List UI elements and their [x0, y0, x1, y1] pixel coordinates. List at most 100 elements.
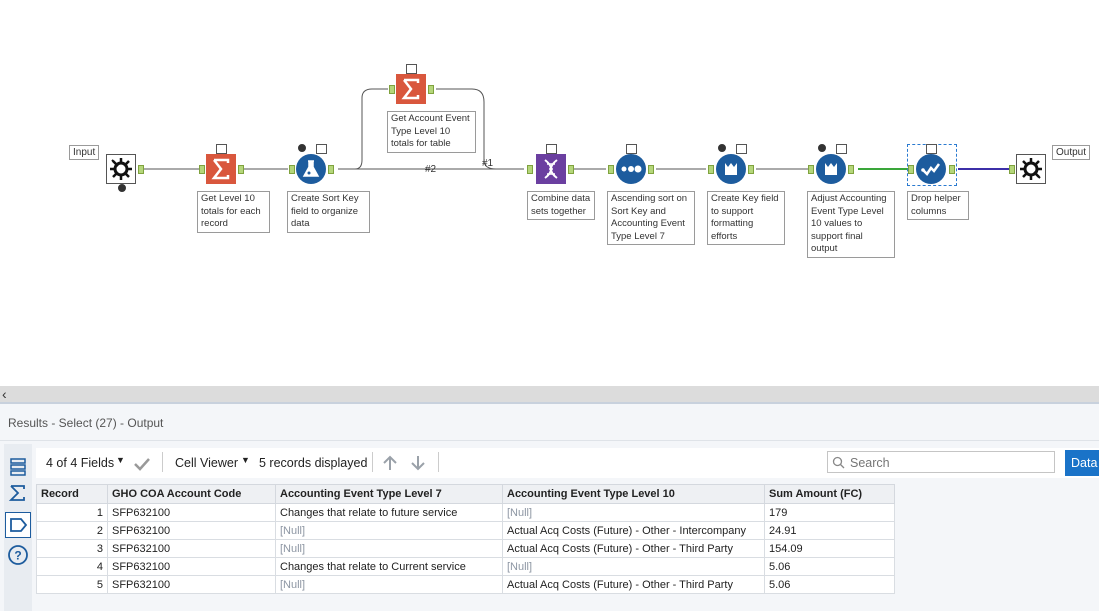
formula-tool-icon[interactable] — [816, 154, 846, 184]
table-cell[interactable]: [Null] — [502, 557, 765, 576]
table-cell[interactable]: Actual Acq Costs (Future) - Other - Inte… — [502, 521, 765, 540]
record-cell[interactable]: 1 — [36, 503, 108, 522]
table-cell[interactable]: SFP632100 — [107, 521, 276, 540]
checkmark-icon[interactable] — [133, 456, 151, 472]
results-title: Results - Select (27) - Output — [8, 416, 164, 430]
cell-viewer-dropdown[interactable]: Cell Viewer — [175, 456, 238, 470]
pane-divider[interactable] — [0, 402, 1099, 404]
help-icon[interactable]: ? — [7, 544, 29, 566]
input-anchor[interactable] — [289, 165, 295, 174]
formula-tool-icon[interactable] — [296, 154, 326, 184]
output-anchor[interactable] — [428, 85, 434, 94]
output-anchor[interactable] — [848, 165, 854, 174]
record-cell[interactable]: 2 — [36, 521, 108, 540]
search-input[interactable] — [848, 454, 1052, 472]
record-cell[interactable]: 5 — [36, 575, 108, 594]
summarize-tool-icon[interactable] — [396, 74, 426, 104]
divider — [372, 452, 373, 472]
table-row[interactable]: 3 SFP632100 [Null] Actual Acq Costs (Fut… — [36, 539, 895, 558]
results-pane: Results - Select (27) - Output ? 4 of 4 … — [0, 404, 1099, 611]
table-cell[interactable]: [Null] — [275, 521, 503, 540]
annotation-formula-1: Create Sort Key field to organize data — [287, 191, 370, 233]
table-cell[interactable]: [Null] — [275, 575, 503, 594]
search-box[interactable] — [827, 451, 1055, 473]
arrow-up-icon[interactable] — [381, 454, 399, 472]
column-header[interactable]: Sum Amount (FC) — [764, 484, 895, 504]
results-table: Record GHO COA Account Code Accounting E… — [36, 484, 895, 594]
chevron-down-icon[interactable]: ▼ — [116, 455, 125, 465]
horizontal-scrollbar[interactable]: ‹ — [0, 386, 1099, 402]
input-anchor[interactable] — [527, 165, 533, 174]
table-cell[interactable]: Actual Acq Costs (Future) - Other - Thir… — [502, 575, 765, 594]
table-cell[interactable]: SFP632100 — [107, 539, 276, 558]
fields-dropdown[interactable]: 4 of 4 Fields — [46, 456, 115, 470]
output-anchor[interactable] — [238, 165, 244, 174]
search-icon — [832, 456, 845, 469]
output-anchor[interactable] — [949, 165, 955, 174]
wire-label: #2 — [425, 164, 437, 175]
table-cell[interactable]: [Null] — [275, 539, 503, 558]
annotation-sort: Ascending sort on Sort Key and Accountin… — [607, 191, 695, 245]
table-cell[interactable]: 5.06 — [764, 557, 895, 576]
table-row[interactable]: 5 SFP632100 [Null] Actual Acq Costs (Fut… — [36, 575, 895, 594]
table-row[interactable]: 4 SFP632100 Changes that relate to Curre… — [36, 557, 895, 576]
bolt-icon — [836, 144, 847, 154]
input-tool-icon[interactable] — [106, 154, 136, 184]
record-cell[interactable]: 4 — [36, 557, 108, 576]
column-header[interactable]: GHO COA Account Code — [107, 484, 276, 504]
table-cell[interactable]: [Null] — [502, 503, 765, 522]
sort-tool-icon[interactable] — [616, 154, 646, 184]
results-sidebar: ? — [4, 444, 32, 611]
output-anchor[interactable] — [648, 165, 654, 174]
scroll-left-icon[interactable]: ‹ — [2, 386, 7, 402]
summarize-tool-icon[interactable] — [206, 154, 236, 184]
table-cell[interactable]: SFP632100 — [107, 575, 276, 594]
input-anchor[interactable] — [708, 165, 714, 174]
formula-tool-icon[interactable] — [716, 154, 746, 184]
input-label: Input — [69, 145, 100, 160]
input-anchor[interactable] — [608, 165, 614, 174]
table-cell[interactable]: 179 — [764, 503, 895, 522]
table-view-icon[interactable] — [7, 456, 29, 478]
summarize-icon[interactable] — [7, 482, 29, 504]
column-header[interactable]: Accounting Event Type Level 10 — [502, 484, 765, 504]
connection-wires — [142, 88, 1012, 170]
annotation-join: Combine data sets together — [527, 191, 595, 220]
arrow-down-icon[interactable] — [409, 454, 427, 472]
table-cell[interactable]: SFP632100 — [107, 557, 276, 576]
table-row[interactable]: 2 SFP632100 [Null] Actual Acq Costs (Fut… — [36, 521, 895, 540]
annotation-formula-2: Create Key field to support formatting e… — [707, 191, 785, 245]
join-tool-icon[interactable] — [536, 154, 566, 184]
bolt-icon — [926, 144, 937, 154]
svg-text:?: ? — [14, 549, 21, 563]
table-cell[interactable]: Actual Acq Costs (Future) - Other - Thir… — [502, 539, 765, 558]
table-cell[interactable]: 24.91 — [764, 521, 895, 540]
workflow-canvas[interactable]: Input Output Get Level 10 totals for eac… — [0, 0, 1099, 386]
table-cell[interactable]: SFP632100 — [107, 503, 276, 522]
table-cell[interactable]: 5.06 — [764, 575, 895, 594]
output-anchor[interactable] — [568, 165, 574, 174]
tag-icon[interactable] — [7, 514, 29, 536]
input-anchor[interactable] — [199, 165, 205, 174]
output-anchor[interactable] — [328, 165, 334, 174]
bolt-icon — [626, 144, 637, 154]
table-cell[interactable]: 154.09 — [764, 539, 895, 558]
table-cell[interactable]: Changes that relate to Current service — [275, 557, 503, 576]
table-row[interactable]: 1 SFP632100 Changes that relate to futur… — [36, 503, 895, 522]
cache-indicator-icon — [818, 144, 826, 152]
column-header[interactable]: Record — [36, 484, 108, 504]
column-header[interactable]: Accounting Event Type Level 7 — [275, 484, 503, 504]
output-tool-icon[interactable] — [1016, 154, 1046, 184]
select-tool-icon[interactable] — [916, 154, 946, 184]
table-cell[interactable]: Changes that relate to future service — [275, 503, 503, 522]
chevron-down-icon[interactable]: ▼ — [241, 455, 250, 465]
data-button[interactable]: Data — [1065, 450, 1099, 476]
output-anchor[interactable] — [748, 165, 754, 174]
input-anchor[interactable] — [389, 85, 395, 94]
bolt-icon — [216, 144, 227, 154]
record-cell[interactable]: 3 — [36, 539, 108, 558]
output-anchor[interactable] — [138, 165, 144, 174]
input-anchor[interactable] — [1009, 165, 1015, 174]
input-anchor[interactable] — [808, 165, 814, 174]
input-anchor[interactable] — [908, 165, 914, 174]
